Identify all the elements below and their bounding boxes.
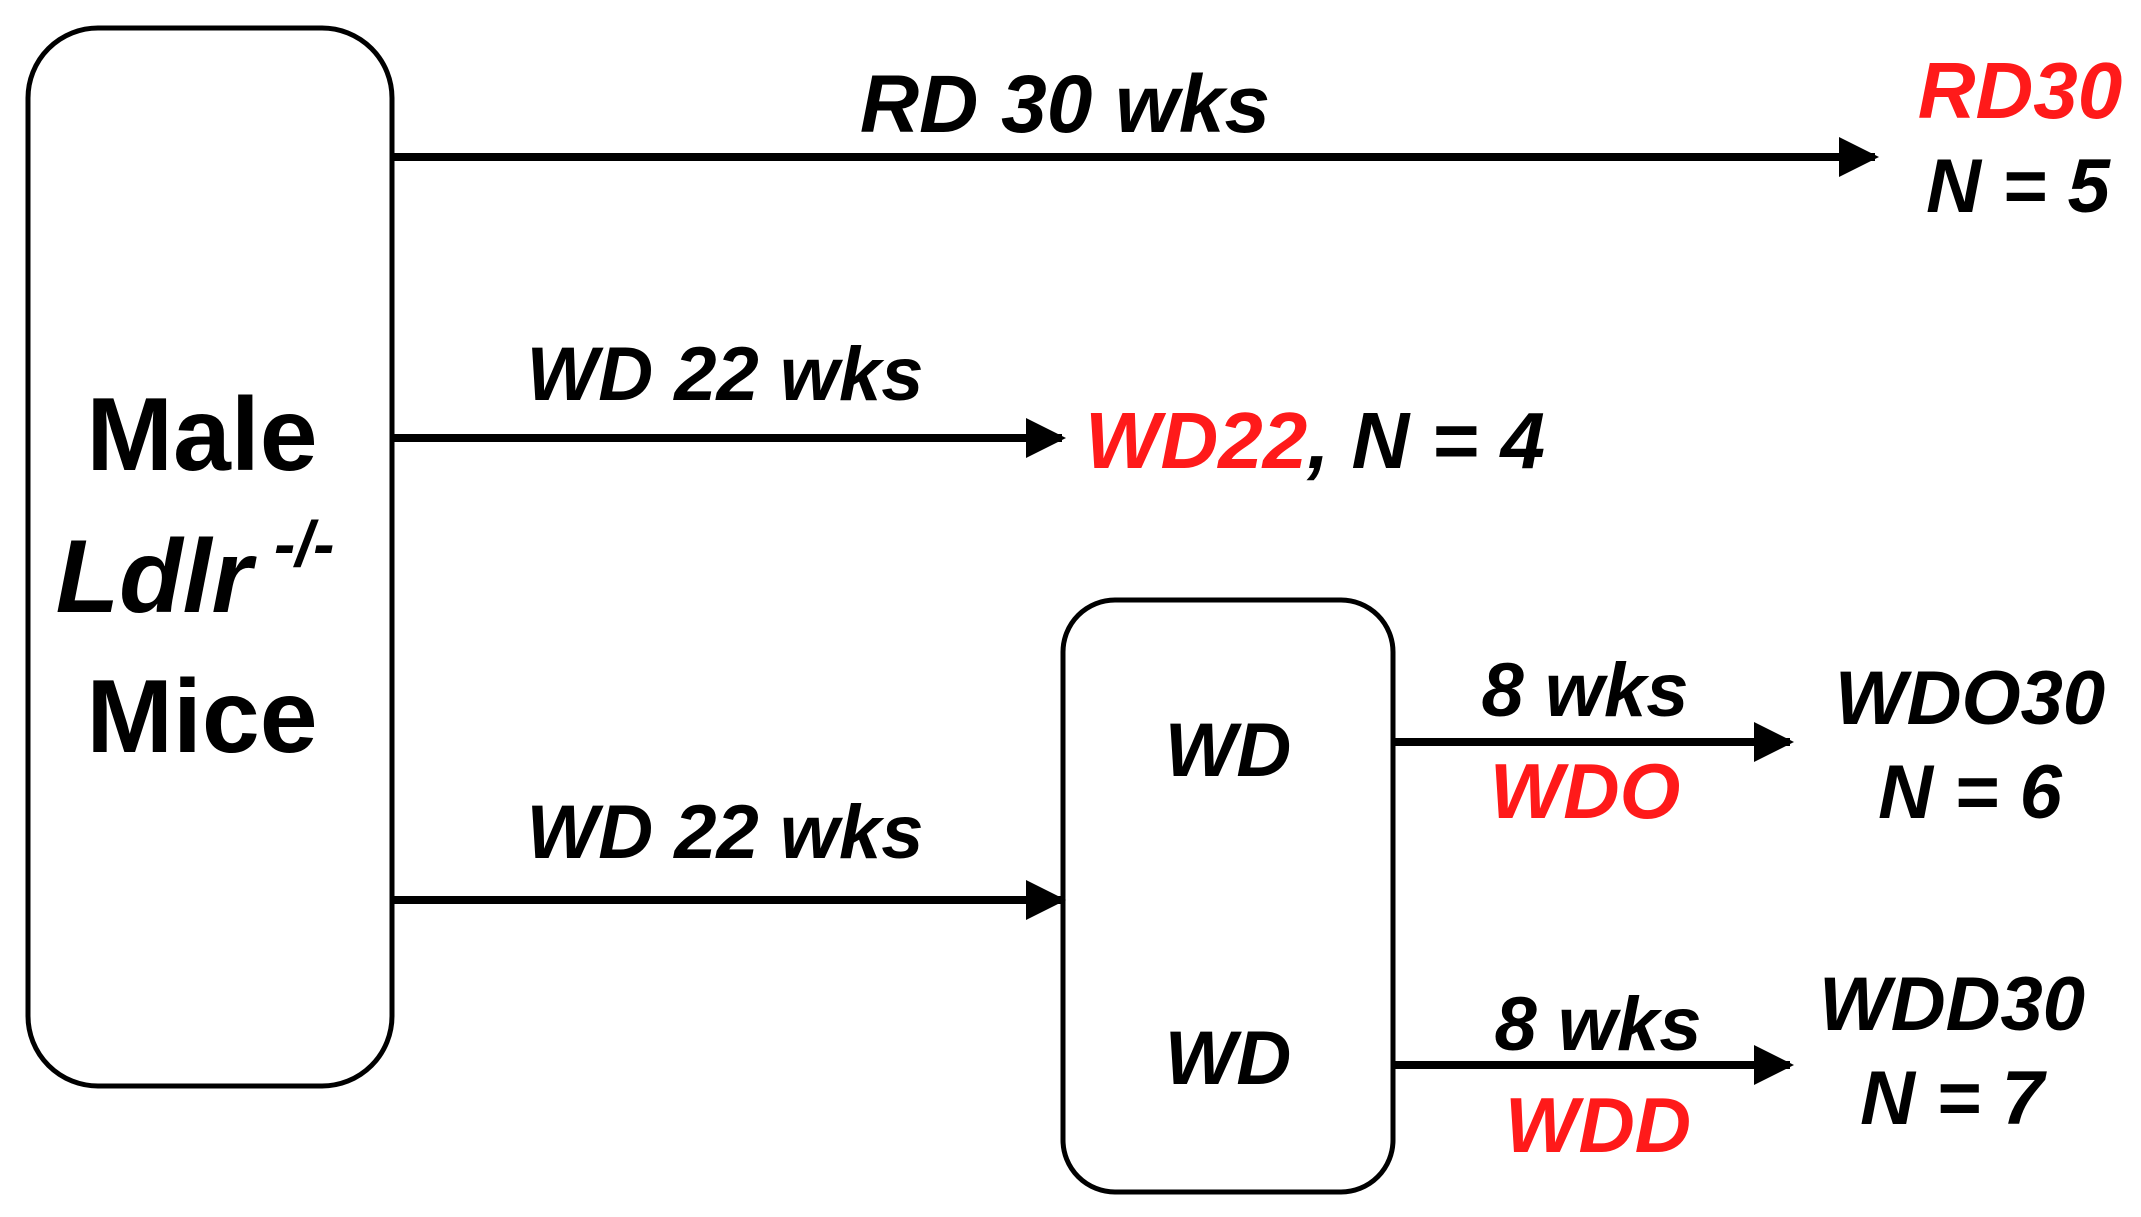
intermediate-box-top-label: WD xyxy=(1165,708,1292,793)
intermediate-box-bottom-label: WD xyxy=(1165,1016,1292,1101)
group-name-wd22: WD22 xyxy=(1085,396,1307,485)
group-label-wd22: WD22, N = 4 xyxy=(1085,396,1545,485)
duration-label-wdo: 8 wks xyxy=(1481,648,1688,733)
group-name-wdo30: WDO30 xyxy=(1835,656,2105,741)
group-n-wdo30: N = 6 xyxy=(1878,750,2062,835)
arrow-label-wd22-upper: WD 22 wks xyxy=(526,332,923,417)
group-n-wdd30: N = 7 xyxy=(1860,1056,2047,1141)
genotype-superscript: -/- xyxy=(274,508,334,580)
arrow-label-rd: RD 30 wks xyxy=(860,59,1270,150)
diet-label-wdo: WDO xyxy=(1490,747,1681,835)
source-box-line2: Ldlr -/- xyxy=(56,508,335,635)
group-n-rd30: N = 5 xyxy=(1926,144,2111,229)
intermediate-wd-box xyxy=(1060,597,1396,1195)
arrow-label-wd22-lower: WD 22 wks xyxy=(526,790,923,875)
group-name-wdd30: WDD30 xyxy=(1819,962,2085,1047)
source-box-line3: Mice xyxy=(86,659,317,775)
source-box-line1: Male xyxy=(86,377,317,493)
source-box xyxy=(25,25,395,1089)
group-separator-wd22: , xyxy=(1306,396,1329,485)
group-n-wd22: N = 4 xyxy=(1352,396,1545,485)
group-name-rd30: RD30 xyxy=(1918,46,2123,135)
duration-label-wdd: 8 wks xyxy=(1494,982,1701,1067)
diet-label-wdd: WDD xyxy=(1505,1081,1691,1169)
gene-name: Ldlr xyxy=(56,519,258,635)
